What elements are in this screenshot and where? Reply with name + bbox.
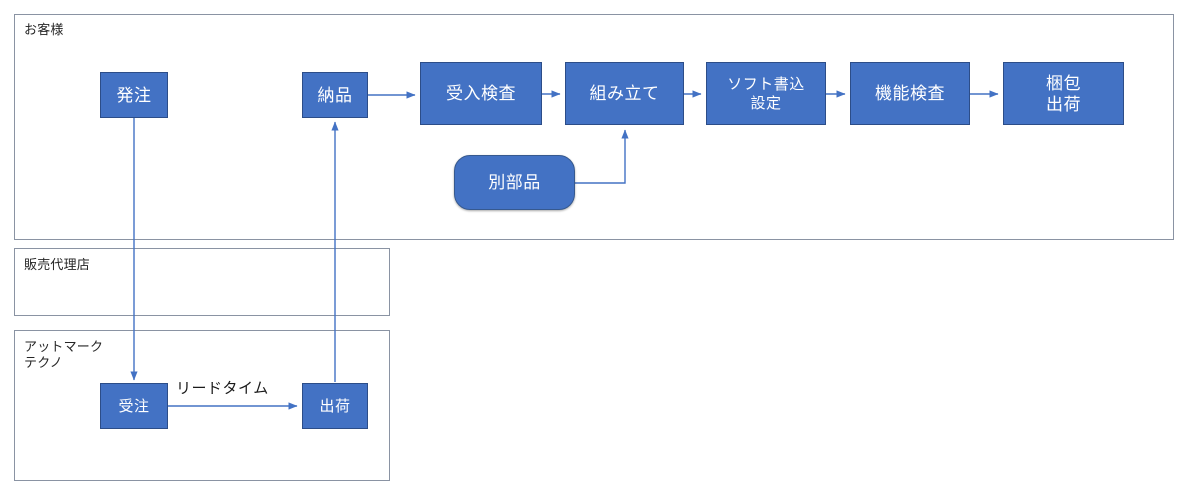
swimlane-customer-label: お客様 — [24, 22, 64, 37]
node-konpou-shukka[interactable]: 梱包 出荷 — [1003, 62, 1124, 125]
node-betsubuhin[interactable]: 別部品 — [454, 155, 575, 210]
swimlane-dealer-label: 販売代理店 — [24, 257, 91, 272]
node-kumitate[interactable]: 組み立て — [565, 62, 684, 125]
node-juchu[interactable]: 受注 — [100, 383, 168, 429]
annotation-leadtime: リードタイム — [176, 380, 269, 397]
node-kinou-kensa[interactable]: 機能検査 — [850, 62, 970, 125]
swimlane-customer — [14, 14, 1174, 240]
swimlane-dealer — [14, 248, 390, 316]
swimlane-atmark — [14, 330, 390, 481]
node-ukeire[interactable]: 受入検査 — [420, 62, 542, 125]
node-soft-write-setting[interactable]: ソフト書込 設定 — [706, 62, 826, 125]
node-nouhin[interactable]: 納品 — [302, 72, 368, 118]
swimlane-atmark-label: アットマーク テクノ — [24, 339, 104, 370]
node-shukka[interactable]: 出荷 — [302, 383, 368, 429]
node-hacchu[interactable]: 発注 — [100, 72, 168, 118]
